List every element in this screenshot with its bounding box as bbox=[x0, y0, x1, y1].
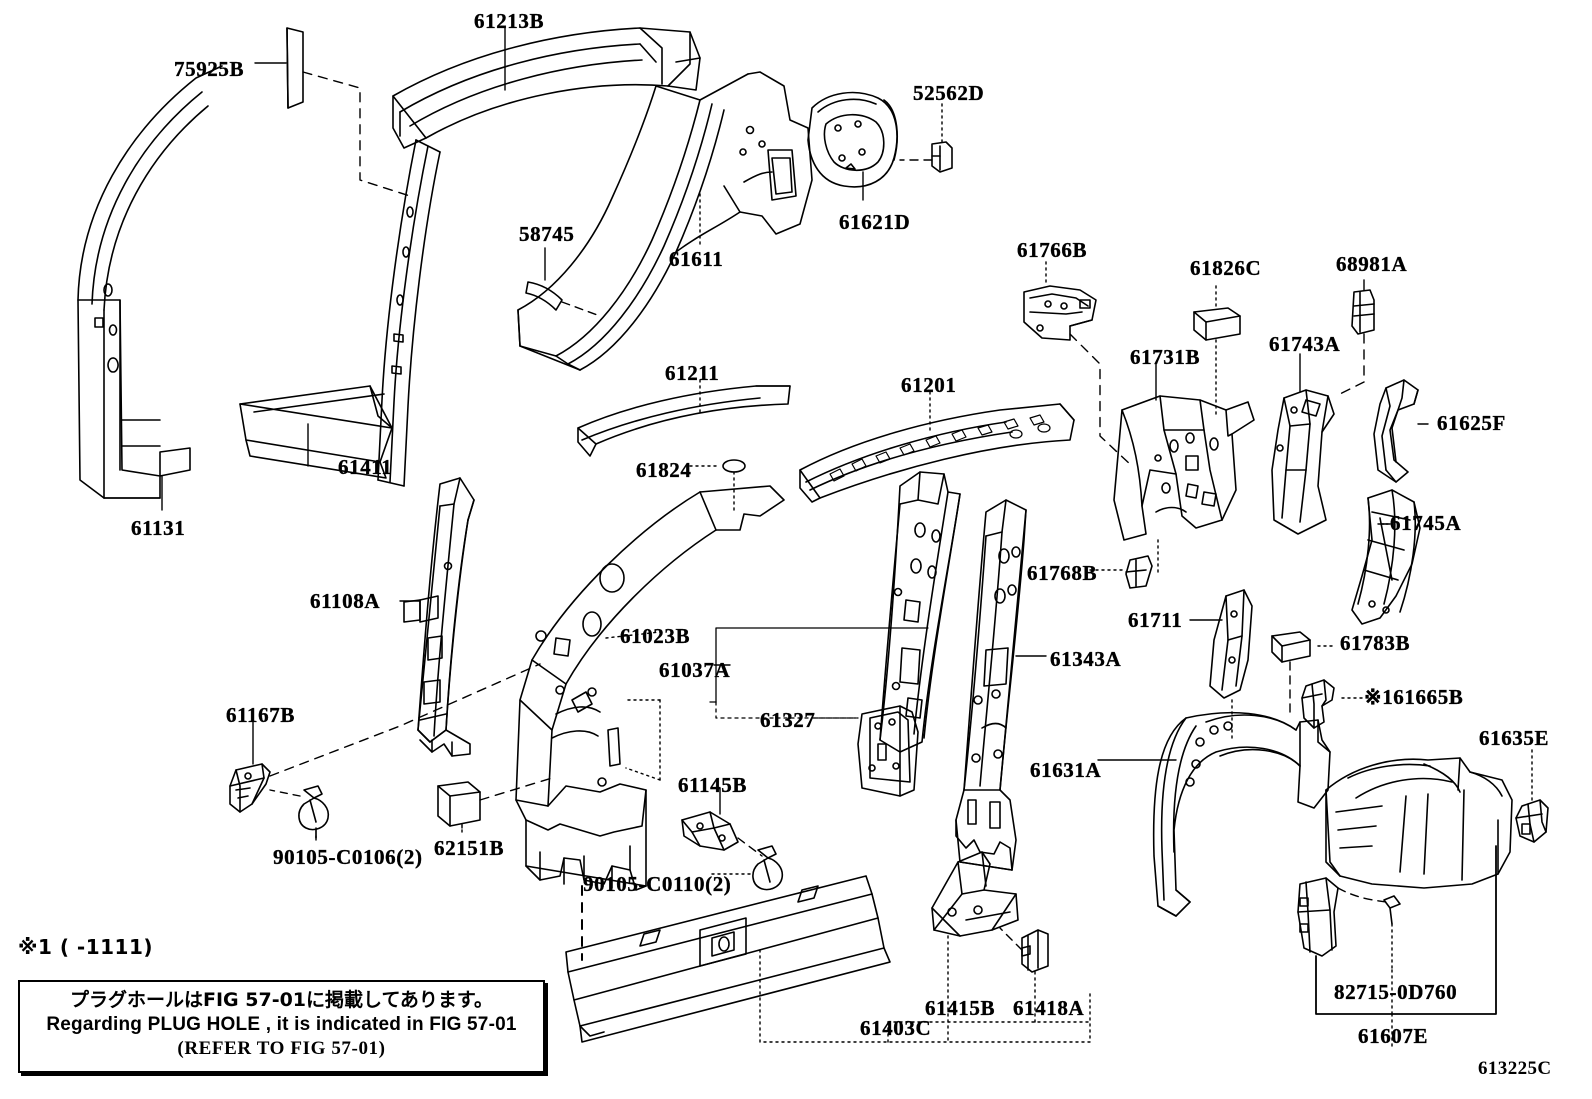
part-61343a-shape bbox=[955, 499, 1027, 871]
part-68981a-shape bbox=[1351, 289, 1375, 335]
note-line-reference: (REFER TO FIG 57-01) bbox=[177, 1038, 386, 1060]
part-label-61167b[interactable]: 61167B bbox=[226, 703, 295, 727]
part-61327-shape bbox=[857, 705, 919, 797]
part-label-62151b[interactable]: 62151B bbox=[434, 836, 505, 860]
part-61711-shape bbox=[1209, 589, 1253, 699]
part-61607e-shape bbox=[1325, 757, 1513, 889]
part-62151b-shape bbox=[437, 781, 481, 827]
part-label-75925b[interactable]: 75925B bbox=[174, 57, 245, 81]
part-61635e-shape bbox=[1515, 799, 1549, 843]
part-label-61403c[interactable]: 61403C bbox=[860, 1016, 932, 1040]
part-label-61768b[interactable]: 61768B bbox=[1027, 561, 1098, 585]
part-58745-shape bbox=[525, 281, 563, 311]
part-82715-0d760-bolt-shape bbox=[1383, 895, 1401, 925]
part-82715-0d760-shape bbox=[1297, 877, 1339, 957]
part-61145b-shape bbox=[681, 811, 739, 851]
part-label-52562d[interactable]: 52562D bbox=[913, 81, 985, 105]
part-label-61631a[interactable]: 61631A bbox=[1030, 758, 1102, 782]
part-label-61621d[interactable]: 61621D bbox=[839, 210, 911, 234]
part-label-58745[interactable]: 58745 bbox=[519, 222, 575, 246]
part-label-61145b[interactable]: 61145B bbox=[678, 773, 747, 797]
part-61201-shape bbox=[799, 403, 1075, 503]
part-61625f-shape bbox=[1373, 379, 1419, 483]
part-label-61327[interactable]: 61327 bbox=[760, 708, 816, 732]
part-label-61023b[interactable]: 61023B bbox=[620, 624, 691, 648]
part-label-61625f[interactable]: 61625F bbox=[1437, 411, 1506, 435]
part-61768b-shape bbox=[1125, 555, 1153, 589]
part-161665b-shape bbox=[1301, 679, 1335, 729]
part-label-61415b[interactable]: 61415B bbox=[925, 996, 996, 1020]
part-61766b-shape bbox=[1023, 285, 1097, 341]
part-61631a-shape bbox=[1152, 711, 1331, 917]
part-90105-c0106-bolt-shape bbox=[298, 785, 330, 831]
part-label-61607e[interactable]: 61607E bbox=[1358, 1024, 1429, 1048]
part-label-61783b[interactable]: 61783B bbox=[1340, 631, 1411, 655]
plug-hole-note-box: プラグホールはFIG 57-01に掲載してあります。 Regarding PLU… bbox=[18, 980, 545, 1074]
part-61621d-shape bbox=[807, 91, 898, 188]
figure-id: 613225C bbox=[1478, 1058, 1552, 1079]
part-a-pillar-outer-shape bbox=[377, 139, 441, 487]
part-label-61213b[interactable]: 61213B bbox=[474, 9, 545, 33]
part-label-61611[interactable]: 61611 bbox=[669, 247, 724, 271]
part-61418a-shape bbox=[1021, 929, 1049, 973]
part-61611-shape bbox=[517, 71, 813, 371]
part-61213b-shape bbox=[392, 27, 701, 149]
part-label-61824[interactable]: 61824 bbox=[636, 458, 692, 482]
part-61826c-shape bbox=[1193, 307, 1241, 341]
part-label-61211[interactable]: 61211 bbox=[665, 361, 720, 385]
note-line-japanese: プラグホールはFIG 57-01に掲載してあります。 bbox=[70, 989, 493, 1011]
part-61824-shape bbox=[722, 459, 746, 473]
part-61211-shape bbox=[577, 385, 791, 457]
part-61167b-shape bbox=[229, 763, 271, 813]
part-label-61411[interactable]: 61411 bbox=[338, 455, 393, 479]
part-61411-shape bbox=[239, 385, 393, 479]
part-label-61131[interactable]: 61131 bbox=[131, 516, 186, 540]
part-61743a-shape bbox=[1271, 389, 1335, 535]
part-61403c-shape bbox=[565, 875, 891, 1043]
part-61415b-shape bbox=[931, 851, 1019, 937]
part-label-61635e[interactable]: 61635E bbox=[1479, 726, 1550, 750]
part-label-61343a[interactable]: 61343A bbox=[1050, 647, 1122, 671]
footnote-mark: ※1 ( -1111) bbox=[18, 935, 154, 959]
part-label-82715-0d760[interactable]: 82715-0D760 bbox=[1334, 980, 1458, 1004]
note-line-english: Regarding PLUG HOLE , it is indicated in… bbox=[46, 1013, 517, 1035]
part-label-161665b[interactable]: ※161665B bbox=[1364, 685, 1464, 709]
part-label-61766b[interactable]: 61766B bbox=[1017, 238, 1088, 262]
part-75925b-shape bbox=[286, 27, 304, 109]
part-label-68981a[interactable]: 68981A bbox=[1336, 252, 1408, 276]
bracket-61607e bbox=[1315, 845, 1497, 1015]
part-61745a-shape bbox=[1351, 489, 1421, 625]
part-61023b-shape bbox=[515, 485, 785, 891]
part-label-61037a[interactable]: 61037A bbox=[659, 658, 731, 682]
part-61108a-shape bbox=[403, 477, 475, 757]
part-90105-c0110-bolt-shape bbox=[752, 845, 784, 891]
part-label-61731b[interactable]: 61731B bbox=[1130, 345, 1201, 369]
part-label-61418a[interactable]: 61418A bbox=[1013, 996, 1085, 1020]
part-label-61108a[interactable]: 61108A bbox=[310, 589, 381, 613]
part-label-90105-c0110[interactable]: 90105-C0110(2) bbox=[583, 872, 732, 896]
part-label-61826c[interactable]: 61826C bbox=[1190, 256, 1262, 280]
part-label-61745a[interactable]: 61745A bbox=[1390, 511, 1462, 535]
part-61131-shape bbox=[77, 65, 223, 499]
bracket-61037a bbox=[709, 627, 929, 719]
part-61731b-shape bbox=[1113, 395, 1255, 541]
part-center-pillar-upper-shape bbox=[879, 471, 961, 753]
part-label-90105-c0106[interactable]: 90105-C0106(2) bbox=[273, 845, 423, 869]
part-label-61201[interactable]: 61201 bbox=[901, 373, 957, 397]
part-52562d-shape bbox=[931, 141, 953, 173]
part-label-61711[interactable]: 61711 bbox=[1128, 608, 1183, 632]
part-label-61743a[interactable]: 61743A bbox=[1269, 332, 1341, 356]
part-61783b-shape bbox=[1271, 631, 1311, 663]
